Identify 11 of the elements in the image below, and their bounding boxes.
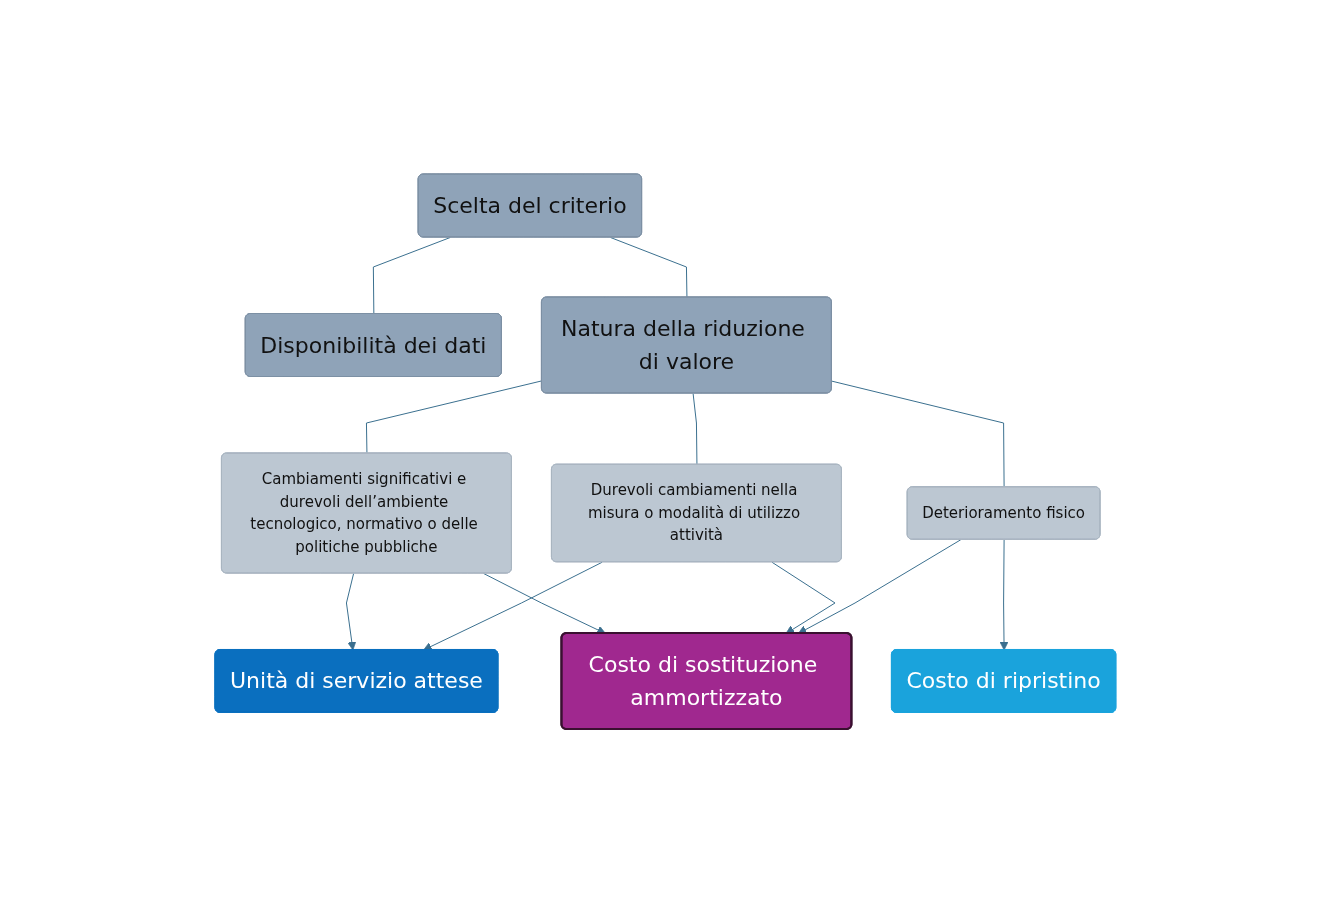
arrow — [423, 561, 603, 651]
arrow — [798, 539, 962, 634]
arrow — [999, 539, 1009, 651]
connector — [692, 393, 698, 466]
connector — [372, 237, 451, 315]
connector — [610, 237, 688, 298]
arrow — [346, 573, 357, 651]
arrow — [771, 561, 836, 634]
arrow — [483, 573, 606, 635]
connector — [831, 380, 1005, 488]
connector — [366, 380, 543, 454]
